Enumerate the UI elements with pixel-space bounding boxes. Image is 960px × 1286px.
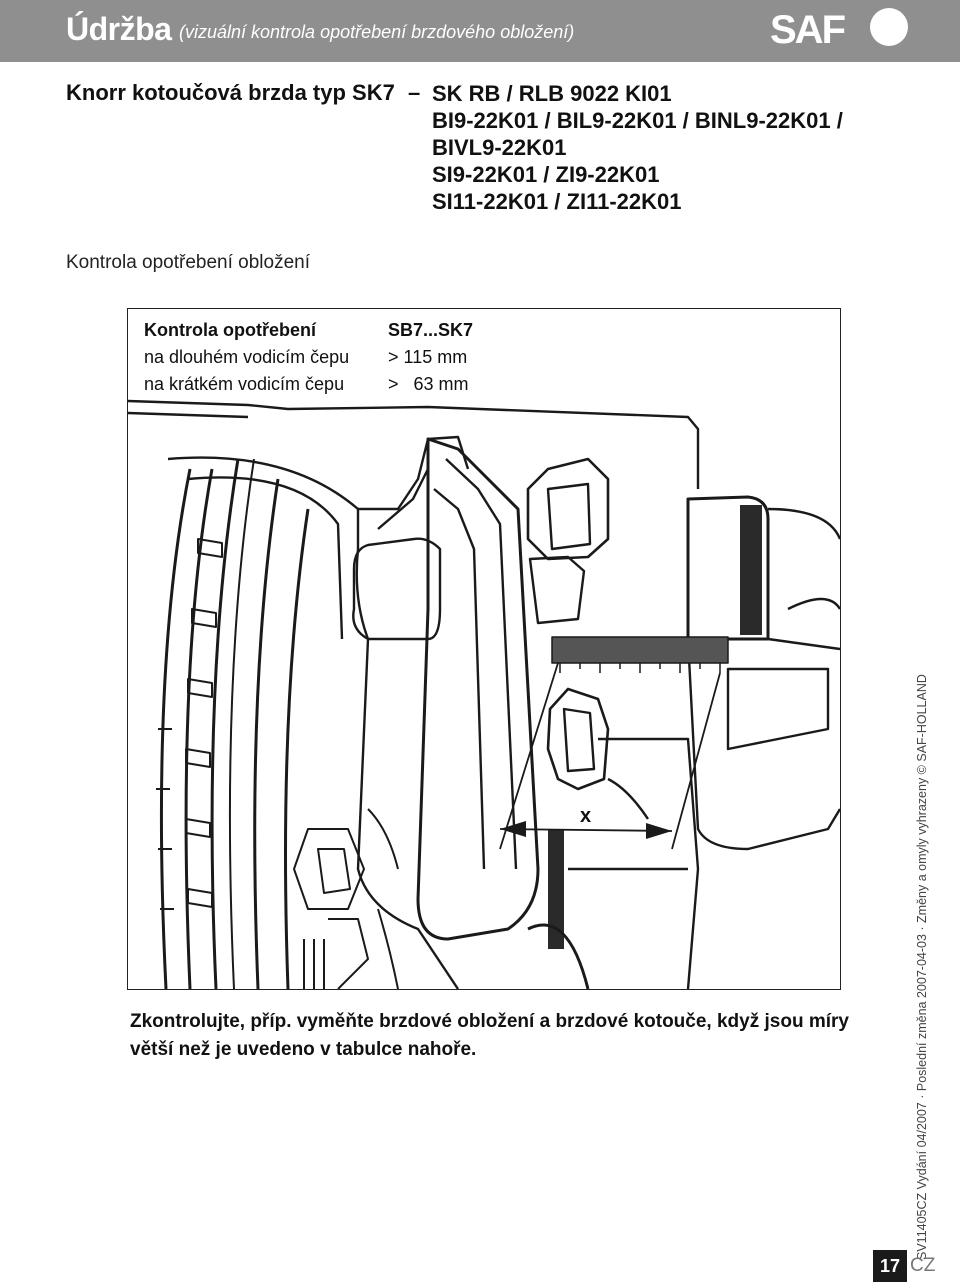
model-dash: –	[408, 80, 421, 105]
model-variants: SK RB / RLB 9022 KI01 BI9-22K01 / BIL9-2…	[432, 80, 843, 215]
header-band: Údržba (vizuální kontrola opotřebení brz…	[0, 0, 960, 62]
logo-circle-icon	[870, 8, 908, 46]
model-variant-line: SK RB / RLB 9022 KI01	[432, 81, 672, 106]
spec-row-value: > 115 mm	[388, 347, 468, 367]
spec-header-label: Kontrola opotřebení	[144, 320, 316, 340]
document-reference-vertical: SV11405CZ Vydání 04/2007 · Poslední změn…	[915, 674, 929, 1260]
model-variant-line: SI11-22K01 / ZI11-22K01	[432, 189, 682, 214]
language-code: CZ	[910, 1255, 936, 1276]
spec-row: na krátkém vodicím čepu > 63 mm	[144, 371, 473, 398]
dimension-label-x: x	[580, 805, 592, 827]
page-subtitle: (vizuální kontrola opotřebení brzdového …	[179, 22, 575, 42]
spec-header-row: Kontrola opotřebení SB7...SK7	[144, 317, 473, 344]
technical-figure: Kontrola opotřebení SB7...SK7 na dlouhém…	[127, 308, 841, 990]
brake-model-label: Knorr kotoučová brzda typ SK7	[66, 80, 395, 105]
brake-caliper-drawing	[128, 399, 840, 989]
model-variant-line: BI9-22K01 / BIL9-22K01 / BINL9-22K01 /	[432, 108, 843, 133]
instruction-note: Zkontrolujte, příp. vyměňte brzdové oblo…	[130, 1011, 849, 1060]
page-number: 17	[873, 1250, 907, 1282]
spec-row-label: na dlouhém vodicím čepu	[144, 347, 350, 367]
wear-spec-table: Kontrola opotřebení SB7...SK7 na dlouhém…	[144, 317, 473, 398]
spec-row-label: na krátkém vodicím čepu	[144, 374, 345, 394]
spec-row-value: > 63 mm	[388, 374, 469, 394]
spec-row: na dlouhém vodicím čepu > 115 mm	[144, 344, 473, 371]
logo-text: SAF	[770, 8, 846, 52]
spec-header-model: SB7...SK7	[388, 320, 474, 340]
model-variant-line: SI9-22K01 / ZI9-22K01	[432, 162, 660, 187]
page-title: Údržba	[66, 11, 172, 47]
model-variant-line: BIVL9-22K01	[432, 135, 567, 160]
saf-logo: SAF	[770, 6, 920, 54]
section-title: Kontrola opotřebení obložení	[66, 252, 311, 273]
